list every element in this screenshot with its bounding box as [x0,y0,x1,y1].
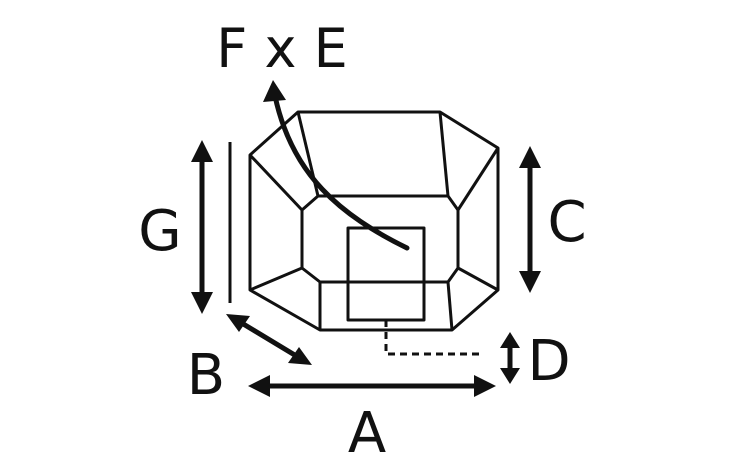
d-dimension-arrow [500,332,520,384]
edge-bottom-right [446,281,454,331]
offset-dashed-line [384,320,482,356]
b-dimension-arrow [226,314,312,365]
g-dimension-arrow [191,140,213,314]
label-a: A [348,401,386,466]
edge-top-right [438,111,450,197]
c-dimension-arrow [519,146,541,293]
fxe-curved-arrow [263,80,410,251]
a-dimension-arrow [248,375,496,397]
inner-octagon [300,194,460,284]
edge-right-bottom [457,266,499,292]
outer-octagon [248,110,500,332]
edge-left-bottom [249,266,303,292]
label-c: C [547,190,586,255]
edge-right-top [456,147,500,211]
edge-left-top [248,153,304,212]
inner-rectangle [346,226,426,322]
diagram-title: F x E [216,17,347,80]
label-d: D [527,329,570,394]
label-b: B [187,343,225,408]
label-g: G [138,199,181,264]
octagonal-box [228,110,500,356]
